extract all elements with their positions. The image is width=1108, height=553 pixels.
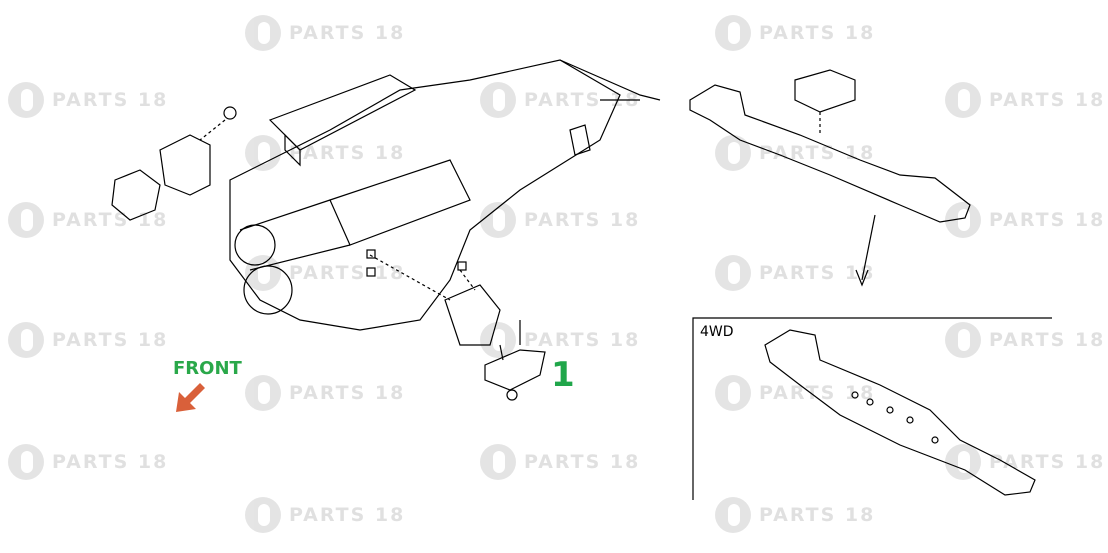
left-mount-illustration — [111, 106, 237, 221]
crossmember-4wd-illustration — [764, 329, 1036, 496]
crossmember-illustration — [689, 69, 971, 287]
part-callout-number[interactable]: 1 — [551, 355, 575, 395]
variant-label: 4WD — [700, 324, 734, 340]
variant-4wd-frame — [692, 317, 1052, 500]
front-direction-label: FRONT — [173, 358, 242, 379]
front-arrow-icon — [176, 383, 205, 412]
engine-illustration — [229, 59, 661, 331]
mount-part-1-illustration — [366, 249, 546, 401]
